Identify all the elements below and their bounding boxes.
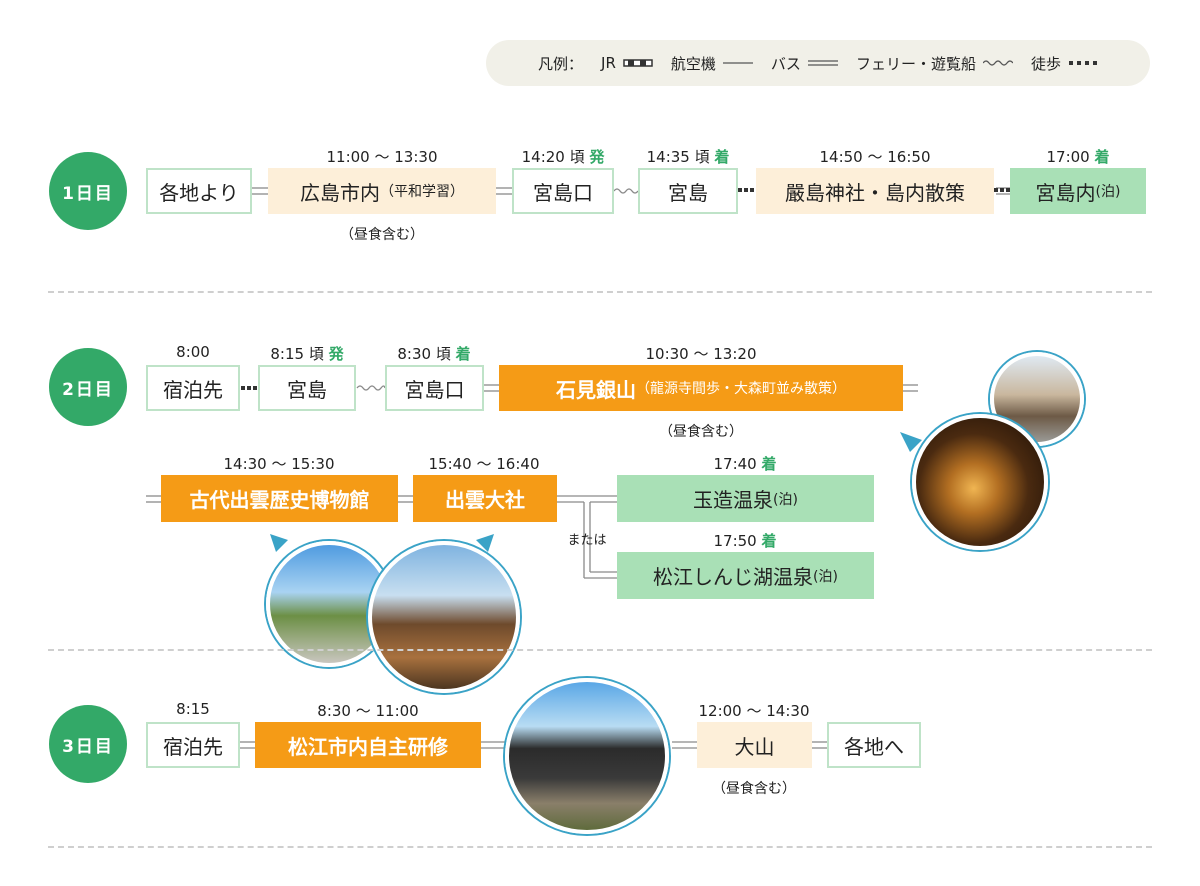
day3-stop-hotel: 宿泊先 — [146, 722, 240, 768]
divider-2 — [48, 649, 1152, 651]
day3-time-hotel: 8:15 — [176, 700, 210, 718]
divider-3 — [48, 846, 1152, 848]
day2-stop-museum: 古代出雲歴史博物館 — [161, 475, 398, 522]
day1-stop-hiroshima: 広島市内（平和学習） — [268, 168, 496, 214]
day1-time-miyajimaguchi: 14:20 頃 発 — [521, 148, 605, 166]
legend-ferry: フェリー・遊覧船 — [856, 53, 1013, 74]
photo-izumo-taisha — [368, 541, 520, 693]
day3-stop-destination: 各地へ — [827, 722, 921, 768]
photo-pointer-museum — [270, 534, 288, 552]
day3-stop-matsue-study: 松江市内自主研修 — [255, 722, 481, 768]
photo-matsue-castle — [505, 678, 669, 834]
day1-time-itsukushima: 14:50 〜 16:50 — [819, 148, 931, 166]
day2-stop-izumo-taisha: 出雲大社 — [413, 475, 557, 522]
photo-museum — [266, 541, 392, 667]
day2-time-miyajima: 8:15 頃 発 — [270, 345, 344, 363]
legend-title: 凡例： — [538, 54, 584, 73]
day1-stop-itsukushima: 嚴島神社・島内散策 — [756, 168, 994, 214]
day2-time-museum: 14:30 〜 15:30 — [223, 455, 335, 473]
day1-time-hiroshima: 11:00 〜 13:30 — [326, 148, 438, 166]
day1-stop-miyajima: 宮島 — [638, 168, 738, 214]
bus-line-icon — [807, 60, 838, 66]
walk-line-icon — [1068, 61, 1097, 65]
day3-note-lunch: （昼食含む） — [712, 781, 796, 797]
day3-stop-daisen: 大山 — [697, 722, 812, 768]
day2-time-hotel: 8:00 — [176, 343, 210, 361]
day1-stop-origin: 各地より — [146, 168, 252, 214]
day2-stop-miyajimaguchi: 宮島口 — [385, 365, 484, 411]
legend-bus: バス — [771, 53, 838, 74]
divider-1 — [48, 291, 1152, 293]
day2-time-izumo-taisha: 15:40 〜 16:40 — [428, 455, 540, 473]
day1-note-lunch: （昼食含む） — [340, 227, 424, 243]
photo-pointer-iwami — [900, 432, 922, 452]
legend: 凡例： JR 航空機 バス フェリー・遊覧船 徒歩 — [486, 40, 1150, 86]
day1-time-miyajima: 14:35 頃 着 — [646, 148, 730, 166]
day1-stop-stay: 宮島内(泊) — [1010, 168, 1146, 214]
day1-stop-miyajimaguchi: 宮島口 — [512, 168, 614, 214]
day2-note-lunch: （昼食含む） — [659, 424, 743, 440]
photo-ryugenji-mabu — [912, 414, 1048, 550]
legend-walk: 徒歩 — [1031, 53, 1098, 74]
jr-line-icon — [623, 59, 653, 67]
day1-time-stay: 17:00 着 — [1046, 148, 1110, 166]
day2-or-label: または — [567, 533, 607, 548]
day2-time-miyajimaguchi: 8:30 頃 着 — [397, 345, 471, 363]
legend-plane: 航空機 — [671, 53, 753, 74]
day2-stop-iwami-ginzan: 石見銀山（龍源寺間歩・大森町並み散策） — [499, 365, 903, 411]
photo-pointer-taisha — [476, 534, 494, 552]
day3-time-daisen: 12:00 〜 14:30 — [698, 702, 810, 720]
plane-line-icon — [722, 62, 753, 64]
day3-badge: 3日目 — [49, 705, 127, 783]
day2-time-iwami: 10:30 〜 13:20 — [645, 345, 757, 363]
day2-stop-tamatsukuri: 玉造温泉(泊) — [617, 475, 874, 522]
legend-jr: JR — [601, 54, 653, 72]
day3-time-matsue: 8:30 〜 11:00 — [317, 702, 419, 720]
ferry-line-icon — [982, 60, 1013, 66]
day2-stop-miyajima: 宮島 — [258, 365, 356, 411]
day1-badge: 1日目 — [49, 152, 127, 230]
day2-time-tamatsukuri: 17:40 着 — [713, 455, 777, 473]
day2-badge: 2日目 — [49, 348, 127, 426]
day2-stop-hotel: 宿泊先 — [146, 365, 240, 411]
day2-stop-matsue-onsen: 松江しんじ湖温泉(泊) — [617, 552, 874, 599]
day2-time-matsue-onsen: 17:50 着 — [713, 532, 777, 550]
